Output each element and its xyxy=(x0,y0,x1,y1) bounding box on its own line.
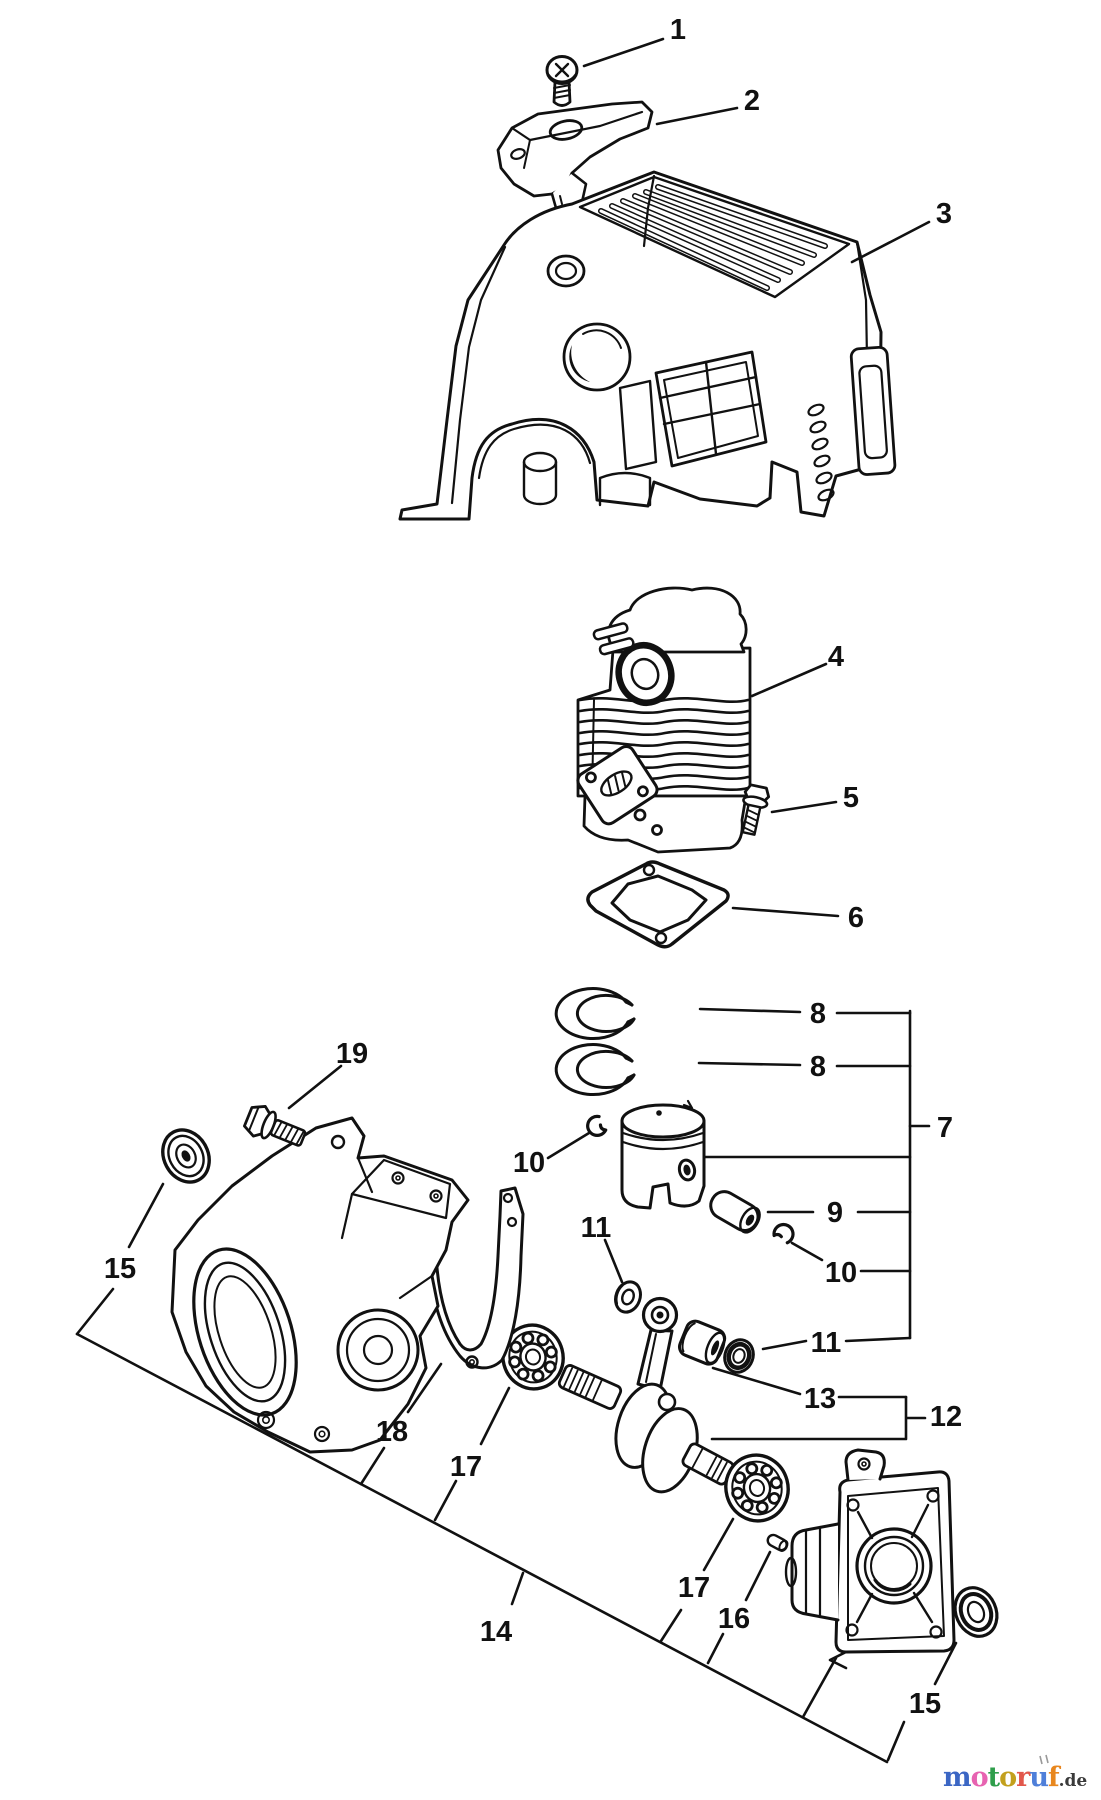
part-circlip-upper xyxy=(586,1114,608,1137)
diagram-line-art xyxy=(75,37,999,1764)
part-crankcase-bolt xyxy=(243,1105,307,1147)
callout-17-right: 17 xyxy=(678,1572,710,1604)
logo-letter: u xyxy=(1029,1762,1048,1793)
part-seal-right xyxy=(953,1586,999,1638)
group-14-line xyxy=(75,1332,889,1764)
callout-6: 6 xyxy=(848,902,864,934)
part-wrist-pin xyxy=(709,1190,761,1234)
part-top-cover xyxy=(496,100,654,210)
studs xyxy=(592,622,635,656)
callout-15-right: 15 xyxy=(909,1688,941,1720)
callout-8-bottom: 8 xyxy=(810,1051,826,1083)
logo-letter: t xyxy=(988,1762,1001,1793)
callout-lines xyxy=(75,37,958,1764)
logo-letter: m xyxy=(943,1762,971,1793)
bracket-12-line xyxy=(710,1395,927,1441)
callout-13: 13 xyxy=(804,1383,836,1415)
callout-14: 14 xyxy=(480,1616,512,1648)
part-seal-left xyxy=(161,1128,211,1184)
callout-3: 3 xyxy=(936,198,952,230)
callout-15-left: 15 xyxy=(104,1253,136,1285)
callout-1: 1 xyxy=(670,14,686,46)
part-cylinder xyxy=(576,586,752,854)
callout-2: 2 xyxy=(744,85,760,117)
part-cylinder-bolt xyxy=(741,783,771,836)
part-circlip-lower xyxy=(772,1222,795,1245)
part-washer-right xyxy=(723,1338,755,1374)
side-vents xyxy=(807,403,835,502)
part-screw xyxy=(545,55,579,107)
callout-11-right: 11 xyxy=(811,1327,842,1359)
callout-19: 19 xyxy=(336,1038,368,1070)
part-bearing-left xyxy=(501,1323,565,1391)
logo-letter: o xyxy=(999,1762,1016,1793)
part-cylinder-gasket xyxy=(586,860,730,949)
callout-17-left: 17 xyxy=(450,1451,482,1483)
logo-suffix: .de xyxy=(1059,1771,1088,1791)
part-engine-cover xyxy=(398,170,897,521)
part-washer-left xyxy=(614,1280,642,1314)
logo-letter: o xyxy=(971,1762,988,1793)
callout-labels: 1 2 3 4 5 6 7 8 8 9 10 10 11 11 12 13 14… xyxy=(104,14,962,1720)
part-dowel-pin xyxy=(766,1533,789,1552)
callout-16: 16 xyxy=(718,1603,750,1635)
part-piston-ring-top xyxy=(554,987,636,1041)
rear-bracket xyxy=(849,345,897,476)
callout-12: 12 xyxy=(930,1401,962,1433)
part-crankcase-right xyxy=(784,1448,956,1670)
grille-slats xyxy=(598,184,828,291)
part-crankcase-left xyxy=(170,1116,470,1454)
callout-10-left: 10 xyxy=(513,1147,545,1179)
callout-11-left: 11 xyxy=(581,1212,612,1244)
callout-5: 5 xyxy=(843,782,859,814)
part-piston xyxy=(620,1099,706,1210)
part-crankshaft xyxy=(557,1296,735,1494)
callout-18: 18 xyxy=(376,1416,408,1448)
carb-flange xyxy=(576,744,659,826)
logo-letter: r xyxy=(1016,1762,1031,1793)
part-needle-bearing xyxy=(678,1319,727,1366)
exhaust-port xyxy=(615,642,675,706)
callout-8-top: 8 xyxy=(810,998,826,1030)
callout-7: 7 xyxy=(937,1112,953,1144)
callout-9: 9 xyxy=(827,1197,843,1229)
logo-tick-marks xyxy=(1039,1754,1049,1765)
callout-10-right: 10 xyxy=(825,1257,857,1289)
callout-4: 4 xyxy=(828,641,844,673)
part-piston-ring-bottom xyxy=(554,1043,636,1097)
part-bearing-right xyxy=(724,1453,790,1523)
